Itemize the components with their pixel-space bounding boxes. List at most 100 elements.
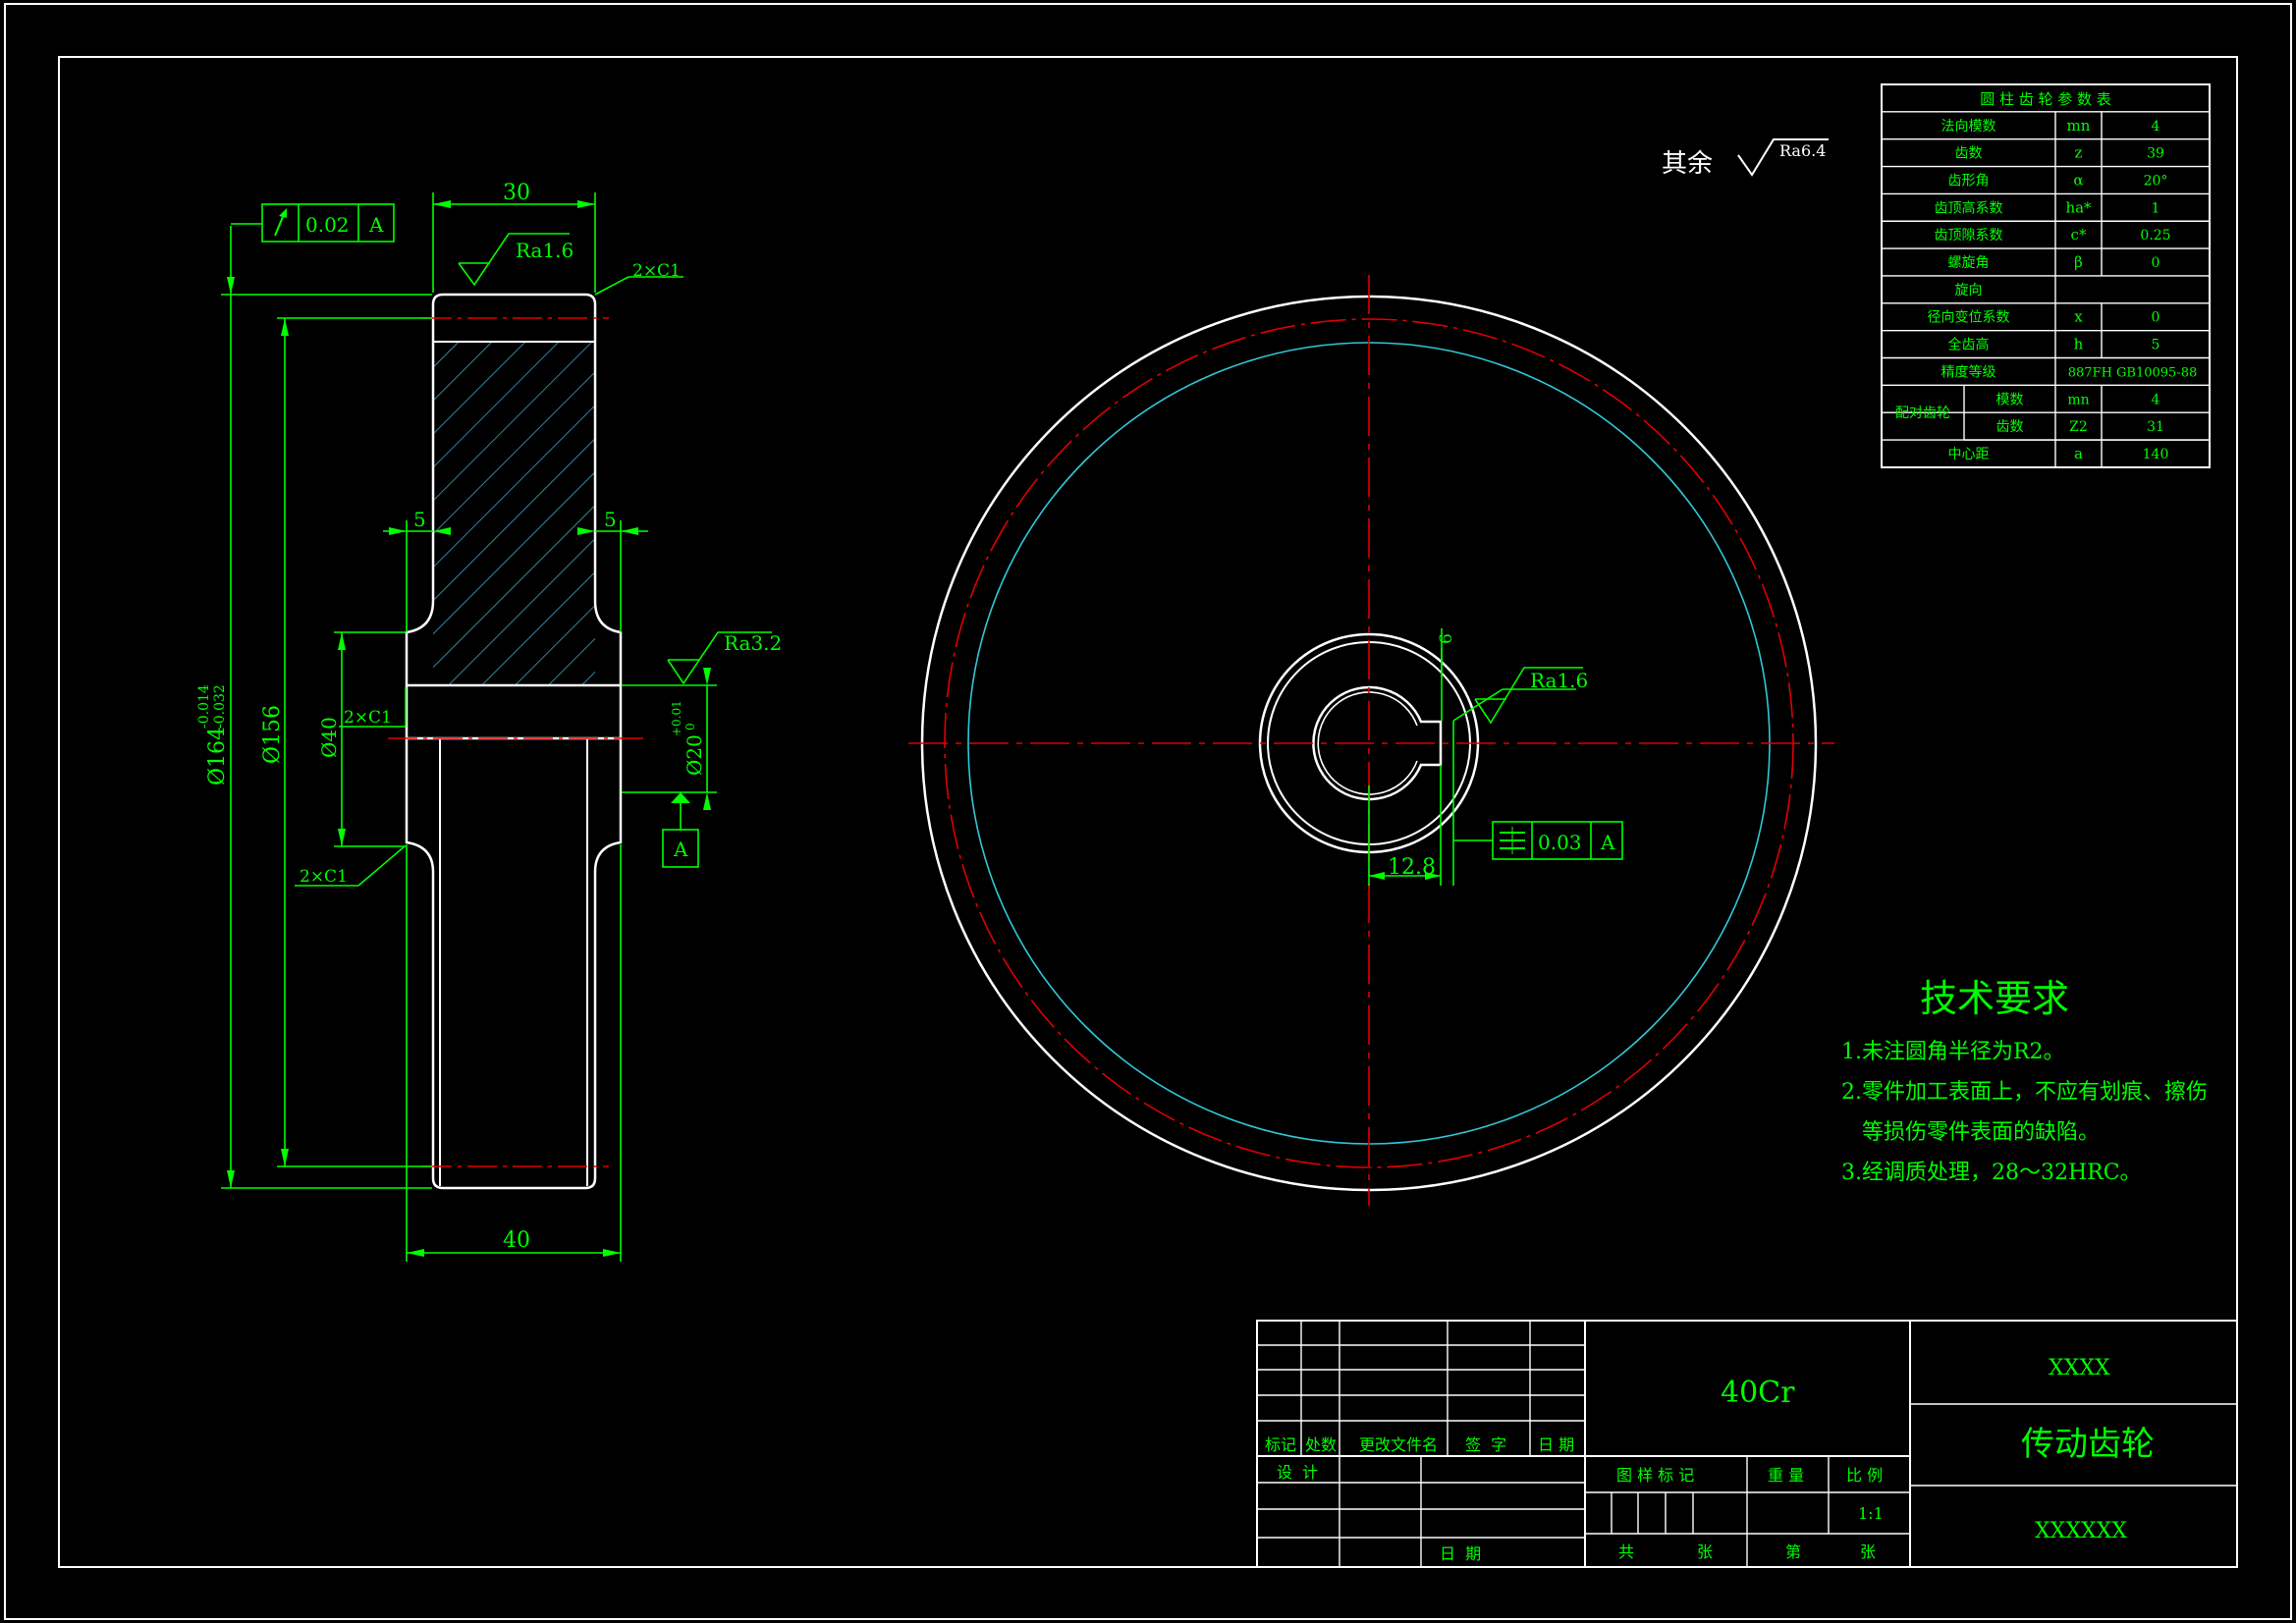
symmetry-icon <box>1500 827 1525 854</box>
param-symbol: x <box>2074 308 2083 326</box>
dim-bore-tol-lower: 0 <box>683 723 697 730</box>
mating-symbol: mn <box>2067 392 2089 407</box>
dimension-arrows <box>227 200 711 1257</box>
param-name: 旋向 <box>1955 283 1983 298</box>
param-symbol: α <box>2073 171 2083 189</box>
symmetry-tol-value: 0.03 <box>1538 831 1582 854</box>
param-name: 齿顶隙系数 <box>1935 228 2003 243</box>
weight-label: 重 量 <box>1768 1466 1804 1485</box>
param-name: 法向模数 <box>1941 119 1996 135</box>
param-value: 0 <box>2152 310 2160 326</box>
rev-header: 签 字 <box>1465 1435 1506 1454</box>
dim-outer-tol-lower: -0.032 <box>212 684 228 729</box>
mating-symbol: Z2 <box>2069 419 2088 435</box>
side-outline <box>405 293 623 1190</box>
bore-with-keyway <box>1312 685 1443 801</box>
param-value: 0.25 <box>2140 228 2170 243</box>
drawing-no: XXXXXX <box>2035 1519 2127 1543</box>
total-label: 共 <box>1618 1542 1634 1561</box>
param-name: 齿顶高系数 <box>1935 199 2003 216</box>
tech-requirements: 技术要求 1.未注圆角半径为R2。 2.零件加工表面上，不应有划痕、擦伤 等损伤… <box>1841 977 2208 1185</box>
center-symbol: a <box>2074 445 2083 462</box>
param-symbol: β <box>2074 253 2083 271</box>
mating-name: 齿数 <box>1996 419 2024 435</box>
center-name: 中心距 <box>1948 447 1990 462</box>
dim-width-top: 30 <box>503 181 530 205</box>
title-block: 标记 处数 更改文件名 签 字 日 期 设 计 日 期 图 样 标 记 重 量 … <box>1256 1320 2238 1568</box>
roughness-symbol-icon <box>1737 138 1829 177</box>
param-value: 887FH GB10095-88 <box>2068 365 2198 380</box>
param-table-title: 圆 柱 齿 轮 参 数 表 <box>1980 90 2111 108</box>
roughness-top: Ra1.6 <box>458 233 574 287</box>
dim-groove-left: 5 <box>413 508 426 531</box>
param-value: 4 <box>2152 119 2160 135</box>
param-name: 径向变位系数 <box>1928 310 2010 326</box>
roughness-symbol-icon <box>1474 667 1583 725</box>
roughness-keyway-label: Ra1.6 <box>1530 669 1588 692</box>
symmetry-datum: A <box>1600 831 1615 854</box>
tech-req-line: 3.经调质处理，28～32HRC。 <box>1841 1161 2142 1185</box>
param-symbol: c* <box>2071 226 2087 243</box>
surface-note-roughness: Ra6.4 <box>1779 141 1826 160</box>
rev-header: 更改文件名 <box>1359 1435 1438 1454</box>
datum-box <box>662 829 699 868</box>
tech-req-line: 等损伤零件表面的缺陷。 <box>1841 1120 2100 1145</box>
symmetry-tolerance-frame: 0.03 A <box>1492 821 1623 860</box>
runout-tolerance-frame: 0.02 A <box>261 203 395 243</box>
dim-groove-right: 5 <box>604 508 617 531</box>
param-name: 螺旋角 <box>1948 255 1990 271</box>
dim-outer-tol-upper: -0.014 <box>196 684 212 729</box>
param-value: 0 <box>2152 255 2160 271</box>
param-value: 1 <box>2152 200 2160 216</box>
surface-note-label: 其余 <box>1662 149 1713 179</box>
runout-tol-value: 0.02 <box>305 213 350 237</box>
company: XXXX <box>2049 1356 2110 1380</box>
dim-width-bottom: 40 <box>503 1228 530 1253</box>
sheet-no-label: 第 <box>1785 1542 1801 1561</box>
runout-datum: A <box>368 213 384 237</box>
center-value: 140 <box>2143 447 2169 462</box>
sheets-label: 张 <box>1697 1542 1713 1561</box>
param-symbol: ha* <box>2065 198 2092 216</box>
roughness-top-label: Ra1.6 <box>516 239 574 262</box>
drawing-mark-label: 图 样 标 记 <box>1616 1466 1694 1485</box>
param-name: 齿数 <box>1955 146 1983 162</box>
runout-arrow-icon <box>274 208 287 237</box>
dim-outer-dia: Ø164 <box>205 727 230 785</box>
keyway-width: 6 <box>1437 633 1456 644</box>
surface-note: 其余 Ra6.4 <box>1662 138 1829 179</box>
roughness-symbol-icon <box>667 631 772 685</box>
mating-value: 4 <box>2152 392 2160 407</box>
chamfer-mid: 2×C1 <box>344 708 392 728</box>
tech-req-line: 2.零件加工表面上，不应有划痕、擦伤 <box>1841 1080 2208 1105</box>
mating-value: 31 <box>2147 419 2164 435</box>
mating-label: 配对齿轮 <box>1895 406 1950 421</box>
rev-header: 日 期 <box>1538 1435 1574 1454</box>
date-label: 日 期 <box>1440 1544 1481 1563</box>
front-view: 6 12.8 Ra1.6 0.03 A <box>908 275 1834 1206</box>
scale-label: 比 例 <box>1846 1466 1883 1485</box>
keyway-depth: 12.8 <box>1388 855 1436 880</box>
roughness-keyway: Ra1.6 <box>1474 667 1588 725</box>
hatched-rim <box>433 342 595 685</box>
chamfer-top: 2×C1 <box>632 261 681 281</box>
param-symbol: h <box>2074 336 2084 353</box>
rev-header: 处数 <box>1305 1435 1337 1454</box>
mating-name: 模数 <box>1996 392 2024 407</box>
roughness-bore: Ra3.2 <box>667 631 782 685</box>
param-value: 20° <box>2144 173 2168 189</box>
inner-frame <box>58 56 2238 1568</box>
design-label: 设 计 <box>1277 1463 1318 1482</box>
side-view: 30 40 5 5 Ø164 -0.014 -0.032 Ø156 Ø40 Ø2… <box>196 181 782 1262</box>
param-symbol: z <box>2075 144 2083 162</box>
outer-frame <box>4 3 2292 1620</box>
datum-label: A <box>673 838 688 861</box>
param-name: 全齿高 <box>1948 337 1990 353</box>
param-value: 5 <box>2152 338 2160 353</box>
chamfer-low: 2×C1 <box>300 867 348 887</box>
part-name: 传动齿轮 <box>2021 1425 2155 1464</box>
dim-pitch-dia: Ø156 <box>260 705 285 764</box>
param-name: 齿形角 <box>1948 173 1990 189</box>
dim-hub-dia: Ø40 <box>317 717 341 758</box>
